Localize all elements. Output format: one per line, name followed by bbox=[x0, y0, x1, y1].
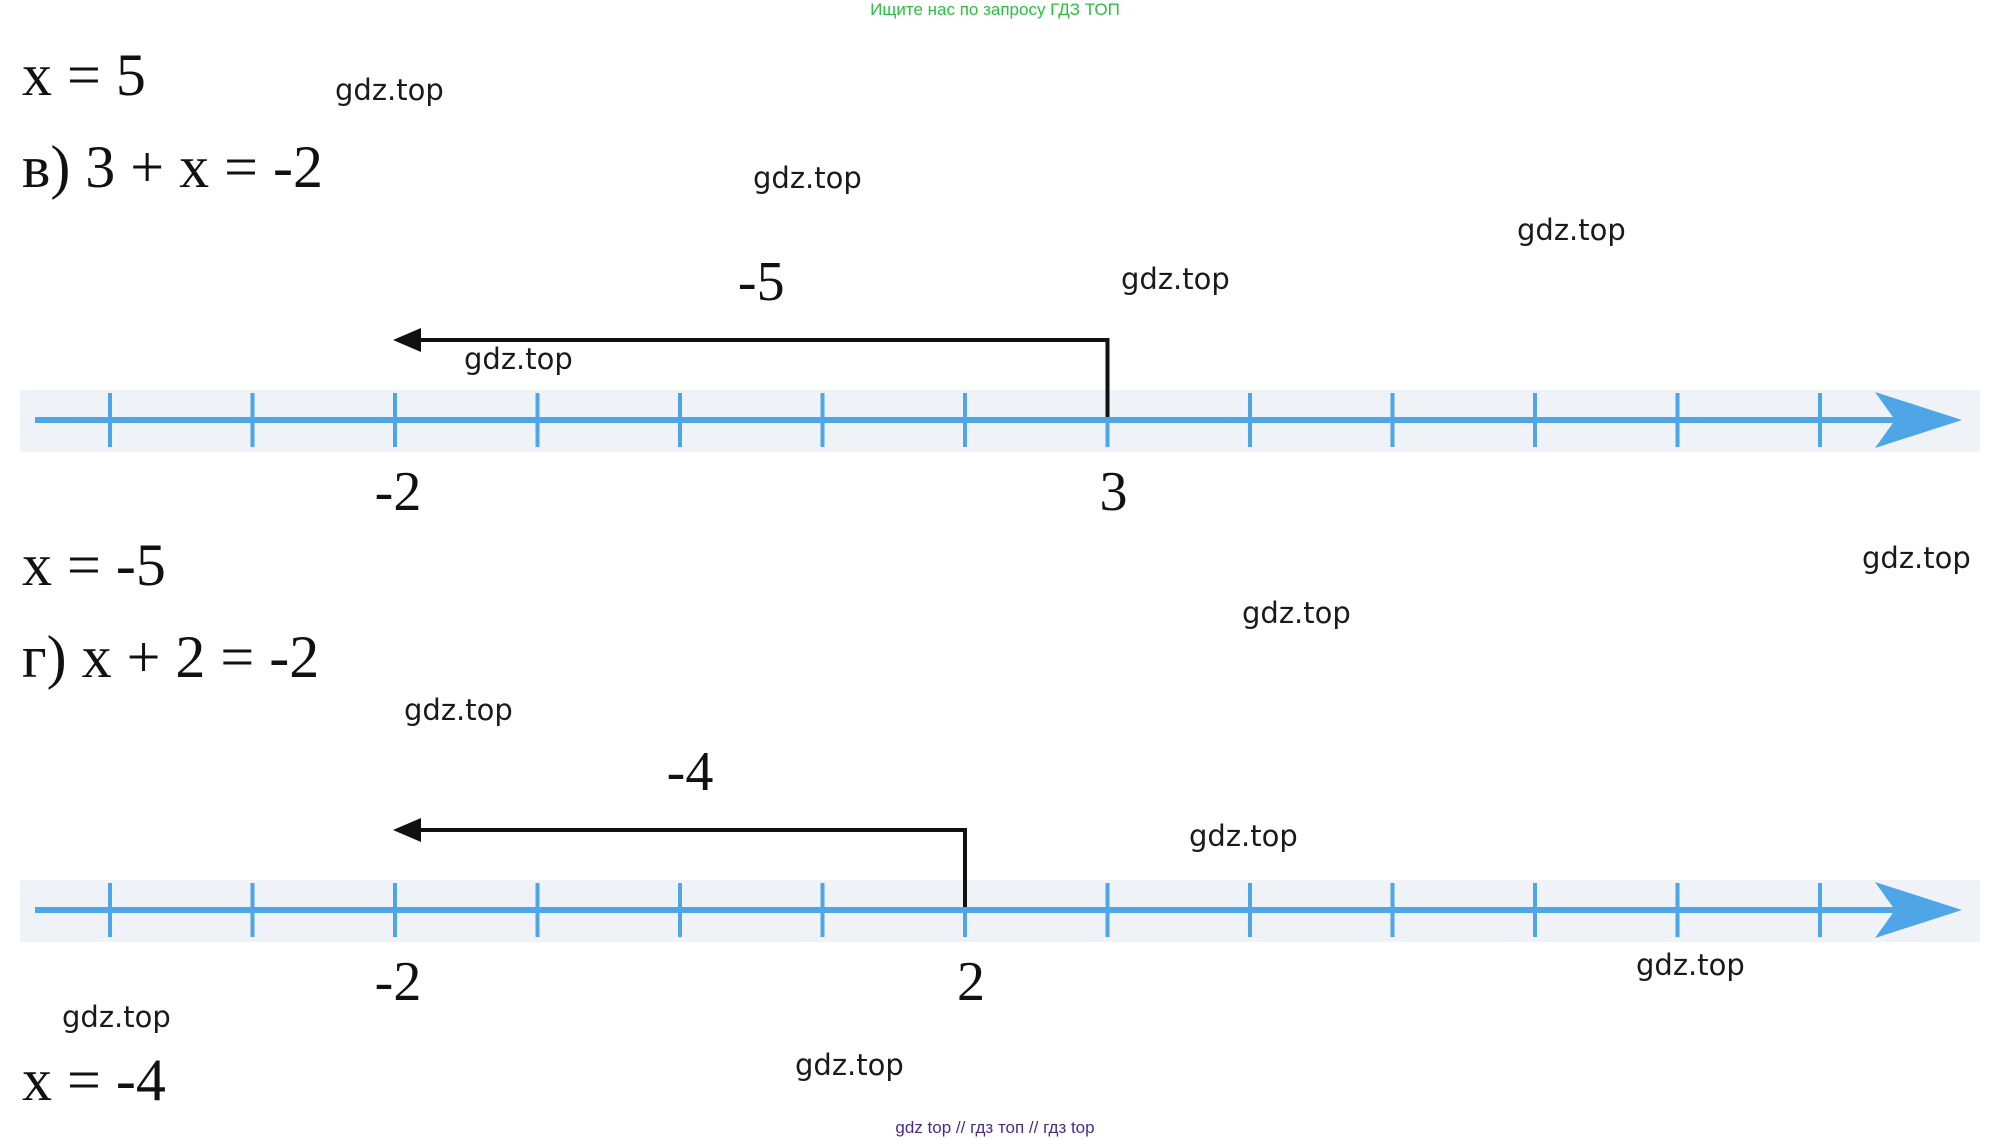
watermark-text: gdz.top bbox=[795, 1048, 904, 1082]
answer-x-eq-minus-5: x = -5 bbox=[22, 532, 166, 598]
shift-arrow-path bbox=[415, 828, 967, 907]
watermark-text: gdz.top bbox=[1517, 213, 1626, 247]
task-v-equation: в) 3 + x = -2 bbox=[22, 134, 323, 200]
tick-label-3: 3 bbox=[1100, 461, 1128, 520]
answer-x-eq-minus-4: x = -4 bbox=[22, 1047, 166, 1113]
tick-label-minus-2: -2 bbox=[375, 951, 422, 1010]
number-line-v: -5 -2 3 bbox=[20, 251, 1980, 520]
number-line-g: -4 -2 2 bbox=[20, 741, 1980, 1010]
watermark-text: gdz.top bbox=[753, 161, 862, 195]
watermark-text: gdz.top bbox=[62, 1000, 171, 1034]
header-note: Ищите нас по запросу ГДЗ ТОП bbox=[870, 0, 1120, 19]
watermark-text: gdz.top bbox=[404, 693, 513, 727]
shift-label: -4 bbox=[667, 741, 714, 803]
watermark-text: gdz.top bbox=[1862, 541, 1971, 575]
task-g-equation: г) x + 2 = -2 bbox=[22, 624, 320, 690]
shift-label: -5 bbox=[738, 251, 785, 313]
watermark-text: gdz.top bbox=[1189, 819, 1298, 853]
axis-arrowhead bbox=[1875, 882, 1962, 938]
watermark-text: gdz.top bbox=[335, 73, 444, 107]
axis-arrowhead bbox=[1875, 392, 1962, 448]
watermark-text: gdz.top bbox=[1636, 948, 1745, 982]
shift-arrowhead bbox=[393, 328, 421, 352]
tick-label-minus-2: -2 bbox=[375, 461, 422, 520]
watermark-text: gdz.top bbox=[1242, 596, 1351, 630]
tick-label-2: 2 bbox=[957, 951, 985, 1010]
answer-x-eq-5: x = 5 bbox=[22, 42, 146, 108]
watermark-text: gdz.top bbox=[464, 342, 573, 376]
watermark-text: gdz.top bbox=[1121, 262, 1230, 296]
shift-arrowhead bbox=[393, 818, 421, 842]
footer-note: gdz top // гдз топ // гдз top bbox=[895, 1118, 1095, 1137]
shift-arrow-path bbox=[415, 338, 1110, 417]
